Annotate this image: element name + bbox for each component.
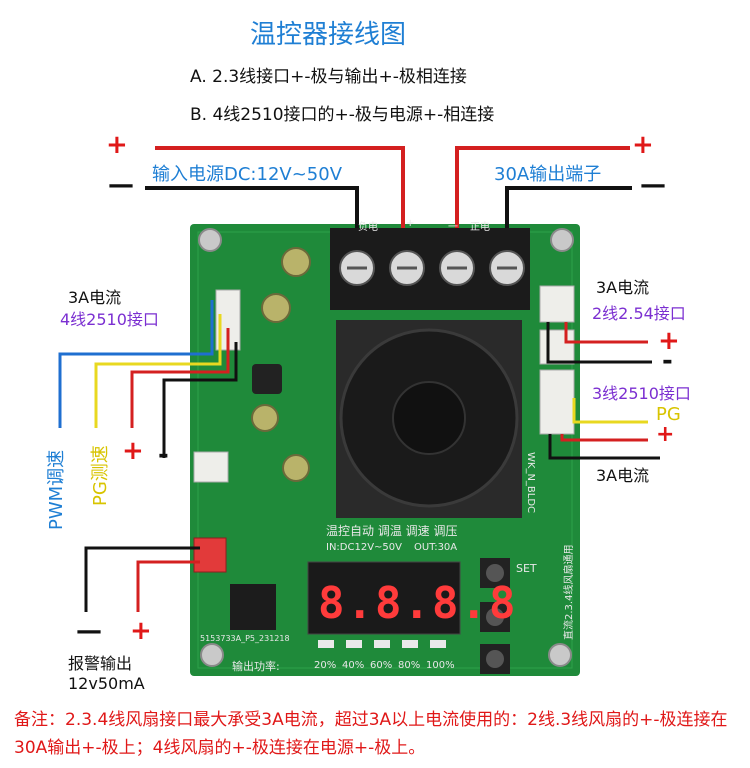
mcu-chip xyxy=(230,584,276,630)
diagram-title: 温控器接线图 xyxy=(250,20,407,50)
terminal-mark-3: 一 xyxy=(448,222,458,233)
alarm-spec-label: 12v50mA xyxy=(68,674,145,693)
terminal-mark-4: 正电 xyxy=(470,222,490,233)
power-level-20: 20% xyxy=(314,660,337,671)
fan4-plus-sign: + xyxy=(122,436,144,466)
wire-fan3-pg xyxy=(572,398,648,424)
wire-fan3-positive xyxy=(560,434,648,442)
right-bottom-connector-type: 3线2510接口 xyxy=(592,384,691,403)
seven-segment-display xyxy=(307,561,461,635)
fan2-minus-sign: - xyxy=(662,346,673,376)
mounting-holes xyxy=(198,228,574,667)
display-readout: 8.8.8.8 xyxy=(318,578,518,629)
power-leds xyxy=(318,640,446,648)
fan-3pin-connector xyxy=(539,369,575,435)
note-a: A. 2.3线接口+-极与输出+-极相连接 xyxy=(190,67,467,87)
board-side-text: 直流2.3.4线风扇通用 xyxy=(564,544,575,640)
power-level-100: 100% xyxy=(426,660,455,671)
alarm-plus-sign: + xyxy=(130,616,152,646)
output-plus-sign: + xyxy=(632,130,654,160)
pcb-id: 5153733A_P5_231218 xyxy=(200,634,290,643)
fan3-plus-sign: + xyxy=(656,422,675,447)
alarm-connector xyxy=(193,537,227,573)
terminal-mark-1: 负电 xyxy=(358,222,378,233)
power-plus-sign: + xyxy=(106,130,128,160)
power-input-label: 输入电源DC:12V~50V xyxy=(152,164,343,185)
wire-fan2-negative xyxy=(546,322,652,364)
aux-connector xyxy=(193,451,229,483)
wire-pg xyxy=(94,314,222,428)
output-terminal-label: 30A输出端子 xyxy=(494,164,602,185)
alarm-output-label: 报警输出 xyxy=(68,654,133,673)
wire-pwm xyxy=(58,300,214,428)
wire-power-negative xyxy=(145,186,359,228)
power-label: 输出功率: xyxy=(232,660,280,673)
alarm-minus-sign: — xyxy=(76,616,102,646)
board-output-spec: OUT:30A xyxy=(414,542,458,553)
fan2-plus-sign: + xyxy=(658,326,680,356)
wire-fan2-positive xyxy=(564,322,648,344)
power-level-60: 60% xyxy=(370,660,393,671)
board-input-spec: IN:DC12V~50V xyxy=(326,542,402,553)
fan-3pin-connector-top xyxy=(539,329,575,365)
set-label: SET xyxy=(516,562,537,575)
inductor xyxy=(252,364,282,394)
left-current-label: 3A电流 xyxy=(68,288,122,307)
wire-alarm-positive xyxy=(136,560,200,612)
left-connector-type: 4线2510接口 xyxy=(60,310,159,329)
power-level-40: 40% xyxy=(342,660,365,671)
terminal-mark-2: + xyxy=(406,218,415,229)
fan4-minus-sign: - xyxy=(158,440,169,470)
wire-alarm-negative xyxy=(84,546,200,612)
power-level-80: 80% xyxy=(398,660,421,671)
footer-note: 备注：2.3.4线风扇接口最大承受3A电流，超过3A以上电流使用的：2线.3线风… xyxy=(14,710,728,758)
wire-fan3-negative xyxy=(548,434,660,460)
wire-power-positive xyxy=(155,146,405,228)
control-buttons xyxy=(480,558,510,674)
right-pg-label: PG xyxy=(656,404,681,425)
wire-output-negative xyxy=(505,186,632,228)
capacitors xyxy=(251,247,311,482)
right-bottom-current-label: 3A电流 xyxy=(596,466,650,485)
output-minus-sign: — xyxy=(640,170,666,200)
pg-speed-label: PG测速 xyxy=(90,445,111,506)
wire-fan4-positive xyxy=(130,328,230,428)
wire-output-positive xyxy=(455,146,630,228)
power-minus-sign: — xyxy=(108,170,134,200)
pwm-label: PWM调速 xyxy=(46,449,67,530)
wire-fan4-negative xyxy=(162,342,238,458)
right-top-current-label: 3A电流 xyxy=(596,278,650,297)
board-model: WK_N_BLDC xyxy=(525,452,536,514)
right-top-connector-type: 2线2.54接口 xyxy=(592,304,686,323)
board-functions: 温控自动 调温 调速 调压 xyxy=(326,524,458,538)
note-b: B. 4线2510接口的+-极与电源+-相连接 xyxy=(190,105,495,125)
fan-2pin-connector xyxy=(539,285,575,323)
